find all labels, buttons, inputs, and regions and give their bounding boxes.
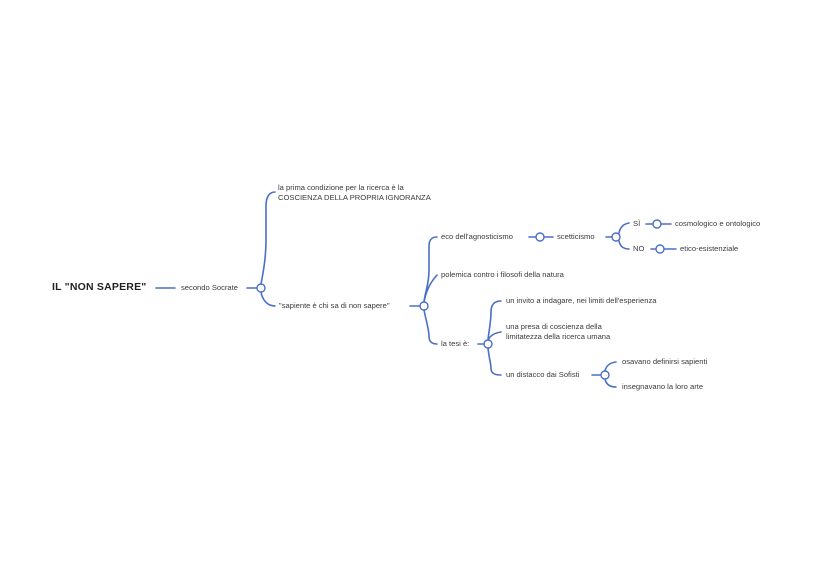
collapse-knob-socrate[interactable]	[256, 283, 266, 293]
connector-invito	[487, 300, 502, 341]
connector-polemica	[423, 274, 438, 303]
collapse-knob-scetticismo[interactable]	[611, 232, 621, 242]
connector-presa	[487, 331, 502, 341]
node-cosmologico-ontologico[interactable]: cosmologico e ontologico	[675, 219, 761, 228]
connector-sapiente	[260, 291, 276, 307]
node-sapiente[interactable]: "sapiente è chi sa di non sapere"	[279, 301, 390, 310]
root-node[interactable]: IL "NON SAPERE"	[52, 281, 147, 293]
collapse-knob-eco[interactable]	[535, 232, 545, 242]
collapse-knob-tesi[interactable]	[483, 339, 493, 349]
node-scetticismo[interactable]: scetticismo	[557, 232, 595, 241]
connector-tesi	[423, 309, 438, 345]
connector-condizione	[260, 191, 276, 285]
node-la-tesi[interactable]: la tesi è:	[441, 339, 470, 348]
connector-osavano	[604, 361, 617, 372]
node-distacco-sofisti[interactable]: un distacco dai Sofisti	[506, 370, 580, 379]
node-osavano[interactable]: osavano definirsi sapienti	[622, 357, 708, 366]
node-no[interactable]: NO	[633, 244, 645, 253]
node-invito-indagare[interactable]: un invito a indagare, nei limiti dell'es…	[506, 296, 657, 305]
node-etico-esistenziale[interactable]: etico-esistenziale	[680, 244, 739, 253]
collapse-knob-sapiente[interactable]	[419, 301, 429, 311]
node-polemica[interactable]: polemica contro i filosofi della natura	[441, 270, 564, 279]
node-si[interactable]: SÌ	[633, 219, 641, 228]
connector-distacco	[487, 347, 502, 376]
collapse-knob-no[interactable]	[655, 244, 665, 254]
connector-no	[618, 240, 630, 250]
node-presa-coscienza[interactable]: una presa di coscienza della limitatezza…	[506, 322, 611, 341]
node-insegnavano[interactable]: insegnavano la loro arte	[622, 382, 704, 391]
collapse-knob-distacco[interactable]	[600, 370, 610, 380]
node-eco-agnosticismo[interactable]: eco dell'agnosticismo	[441, 232, 513, 241]
connector-insegnavano	[604, 378, 617, 388]
connector-si	[618, 222, 630, 234]
node-prima-condizione[interactable]: la prima condizione per la ricerca è la …	[278, 183, 431, 202]
collapse-knob-si[interactable]	[652, 219, 662, 229]
node-secondo-socrate[interactable]: secondo Socrate	[181, 283, 238, 292]
